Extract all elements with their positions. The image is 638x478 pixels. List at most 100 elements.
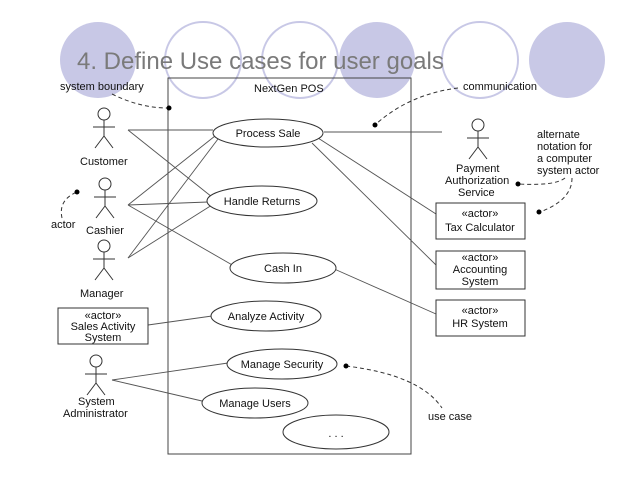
annotation-communication: communication <box>372 81 537 128</box>
use-case-cash-in: Cash In <box>229 252 337 284</box>
annotation-system-boundary: system boundary <box>60 81 172 111</box>
use-case-process-sale: Process Sale <box>212 118 324 148</box>
system-boundary-pointer <box>111 93 169 109</box>
payment-label-line1: Payment <box>456 163 499 175</box>
slide-title: 4. Define Use cases for user goals <box>77 48 444 75</box>
analyze-activity-ellipse <box>210 300 322 332</box>
cashier-body <box>94 190 116 219</box>
use-case-handle-returns: Handle Returns <box>206 185 318 217</box>
accounting-box <box>435 250 526 290</box>
tax-box <box>435 202 526 240</box>
manage-users-ellipse <box>201 387 309 419</box>
alt-label-line3: a computer <box>537 153 592 165</box>
hr-box <box>435 299 526 337</box>
payment-label-line3: Service <box>458 187 495 199</box>
customer-label: Customer <box>80 156 128 168</box>
sysadmin-head <box>89 354 103 368</box>
annotation-use-case: use case <box>343 363 472 423</box>
manage-users-label: Manage Users <box>219 398 291 410</box>
actor-pointer <box>60 191 78 219</box>
more-label: . . . <box>328 428 343 440</box>
cashier-head <box>98 177 112 191</box>
actor-box-sales-activity: «actor» Sales Activity System <box>57 307 149 345</box>
actor-customer: Customer <box>80 107 128 168</box>
sales-box <box>57 307 149 345</box>
alt-label-line2: notation for <box>537 141 592 153</box>
annotation-actor: actor <box>51 189 80 231</box>
cashier-label: Cashier <box>86 225 124 237</box>
payment-label-line2: Authorization <box>445 175 509 187</box>
decor-circle-outline-2 <box>261 21 339 99</box>
annotation-alternate-notation: alternate notation for a computer system… <box>515 129 600 215</box>
alt-pointer-tax <box>539 177 573 213</box>
actor-dot <box>74 189 80 195</box>
assoc-process-tax <box>317 137 437 215</box>
alt-dot-payment <box>515 181 521 187</box>
actor-payment-authorization: Payment Authorization Service <box>445 118 509 199</box>
assoc-sales-analyze <box>147 315 213 326</box>
system-boundary-dot <box>166 105 172 111</box>
assoc-admin-users <box>111 379 203 402</box>
cash-in-label: Cash In <box>264 263 302 275</box>
analyze-activity-label: Analyze Activity <box>228 311 305 323</box>
hr-stereotype: «actor» <box>462 305 499 317</box>
assoc-admin-security <box>111 362 229 381</box>
manager-label: Manager <box>80 288 124 300</box>
customer-head <box>97 107 111 121</box>
use-case-manage-security: Manage Security <box>226 348 338 380</box>
accounting-label-line2: System <box>462 276 499 288</box>
actor-box-tax-calculator: «actor» Tax Calculator <box>435 202 526 240</box>
use-case-dot <box>343 363 349 369</box>
alt-dot-tax <box>536 209 542 215</box>
manager-body <box>93 252 115 281</box>
assoc-cashier-returns <box>127 201 209 206</box>
actor-system-administrator: System Administrator <box>63 354 128 420</box>
sales-stereotype: «actor» <box>85 310 122 322</box>
sysadmin-label-line2: Administrator <box>63 408 128 420</box>
manager-head <box>97 239 111 253</box>
cash-in-ellipse <box>229 252 337 284</box>
assoc-cashier-process <box>127 135 216 206</box>
assoc-customer-returns <box>127 129 213 198</box>
use-case-analyze-activity: Analyze Activity <box>210 300 322 332</box>
process-sale-ellipse <box>212 118 324 148</box>
assoc-cashier-cashin <box>127 204 235 267</box>
use-case-annotation-label: use case <box>428 411 472 423</box>
actor-annotation-label: actor <box>51 219 76 231</box>
accounting-label-line1: Accounting <box>453 264 507 276</box>
decor-circle-filled-2 <box>339 22 415 98</box>
handle-returns-label: Handle Returns <box>224 196 301 208</box>
process-sale-label: Process Sale <box>236 128 301 140</box>
decor-circle-filled-3 <box>529 22 605 98</box>
communication-pointer <box>375 87 459 125</box>
system-name: NextGen POS <box>254 83 324 95</box>
manage-security-ellipse <box>226 348 338 380</box>
handle-returns-ellipse <box>206 185 318 217</box>
decor-circle-filled-1 <box>60 22 136 98</box>
decorative-circles <box>60 21 605 99</box>
actor-box-accounting: «actor» Accounting System <box>435 250 526 290</box>
communication-dot <box>372 122 378 128</box>
alt-label-line4: system actor <box>537 165 600 177</box>
decor-circle-outline-1 <box>164 21 242 99</box>
assoc-cashin-hr <box>331 267 437 315</box>
more-ellipse <box>282 414 390 450</box>
assoc-manager-returns <box>127 204 213 259</box>
decor-circle-outline-3 <box>441 21 519 99</box>
use-case-more: . . . <box>282 414 390 450</box>
sales-label-line1: Sales Activity <box>71 321 136 333</box>
actor-box-hr-system: «actor» HR System <box>435 299 526 337</box>
sysadmin-body <box>85 367 107 396</box>
assoc-process-accounting <box>311 142 437 266</box>
tax-label: Tax Calculator <box>445 222 515 234</box>
customer-body <box>93 120 115 149</box>
system-boundary-label: system boundary <box>60 81 144 93</box>
actor-cashier: Cashier <box>86 177 124 237</box>
use-case-pointer <box>345 365 443 409</box>
payment-head <box>471 118 485 132</box>
manage-security-label: Manage Security <box>241 359 324 371</box>
actor-manager: Manager <box>80 239 124 300</box>
use-case-manage-users: Manage Users <box>201 387 309 419</box>
associations <box>111 129 442 402</box>
